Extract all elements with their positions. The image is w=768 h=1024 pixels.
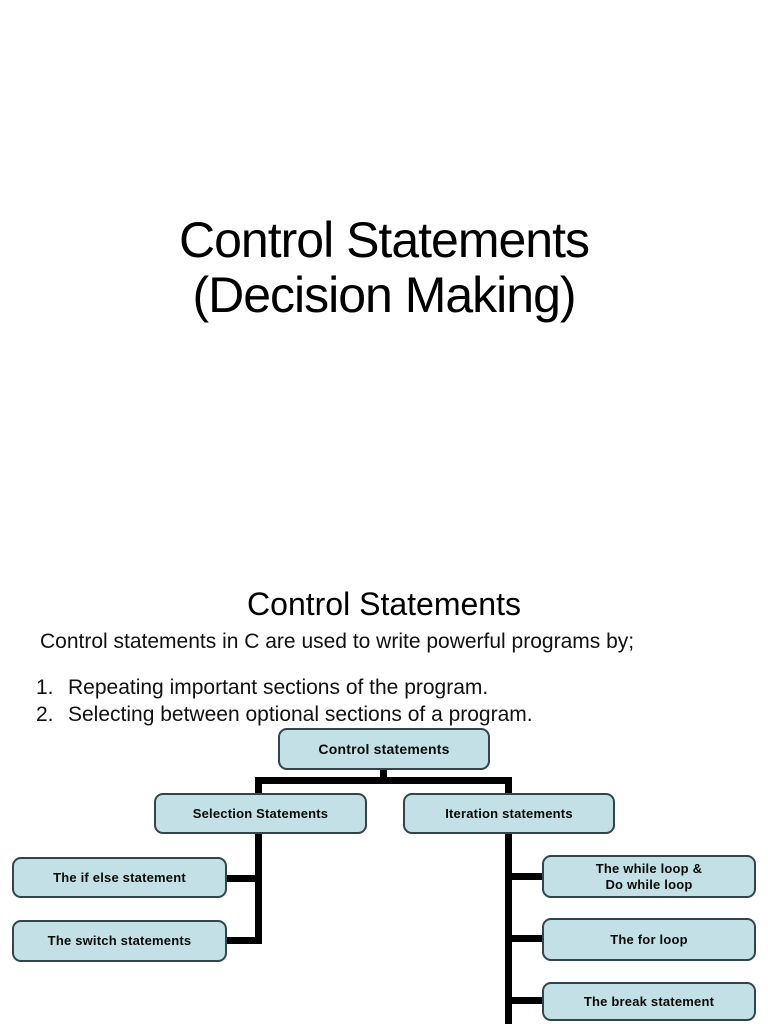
list-item-number: 1.: [36, 676, 54, 699]
diagram-box-label: Control statements: [318, 740, 450, 757]
connector-stub-if-else: [227, 875, 262, 882]
connector-horizontal-bar: [255, 777, 512, 784]
diagram-box-label: The switch statements: [47, 933, 192, 949]
diagram-box-label: The if else statement: [53, 869, 186, 885]
list-item-text: Selecting between optional sections of a…: [68, 703, 533, 726]
diagram-box-switch-statements: The switch statements: [12, 920, 227, 962]
connector-stub-switch: [227, 937, 262, 944]
diagram-box-label-line1: The while loop &: [595, 861, 703, 877]
connector-stub-break: [512, 997, 542, 1004]
connector-stub-for: [512, 935, 542, 942]
diagram-box-control-statements: Control statements: [278, 728, 490, 770]
diagram-box-if-else-statement: The if else statement: [12, 857, 227, 898]
connector-vline-iteration: [505, 834, 512, 1024]
slide1-title-line1: Control Statements: [179, 212, 590, 268]
diagram-box-break-statement: The break statement: [542, 982, 756, 1021]
slide2-heading: Control Statements: [247, 586, 521, 622]
diagram-box-label: Selection Statements: [192, 805, 329, 821]
slide1-title-line2: (Decision Making): [192, 267, 576, 323]
list-item-number: 2.: [36, 703, 54, 726]
diagram-box-label: Iteration statements: [445, 805, 573, 821]
slide2-intro-text: Control statements in C are used to writ…: [40, 630, 635, 653]
connector-stub-while: [512, 873, 542, 880]
connector-drop-left: [255, 777, 262, 795]
connector-vline-selection: [255, 834, 262, 944]
diagram-box-label: The while loop & Do while loop: [596, 861, 702, 892]
list-item: 1. Repeating important sections of the p…: [36, 676, 488, 700]
diagram-box-while-do-while-loop: The while loop & Do while loop: [542, 855, 756, 898]
connector-drop-right: [505, 777, 512, 795]
diagram-box-label: The for loop: [610, 931, 688, 947]
diagram-box-for-loop: The for loop: [542, 918, 756, 961]
connector-root-stub: [380, 768, 387, 784]
diagram-box-label: The break statement: [583, 993, 715, 1009]
diagram-box-iteration-statements: Iteration statements: [403, 793, 615, 834]
list-item-text: Repeating important sections of the prog…: [68, 676, 489, 699]
list-item: 2. Selecting between optional sections o…: [36, 703, 533, 727]
diagram-box-selection-statements: Selection Statements: [154, 793, 367, 834]
diagram-box-label-line2: Do while loop: [605, 876, 693, 892]
slide1-title: Control Statements (Decision Making): [0, 213, 768, 323]
